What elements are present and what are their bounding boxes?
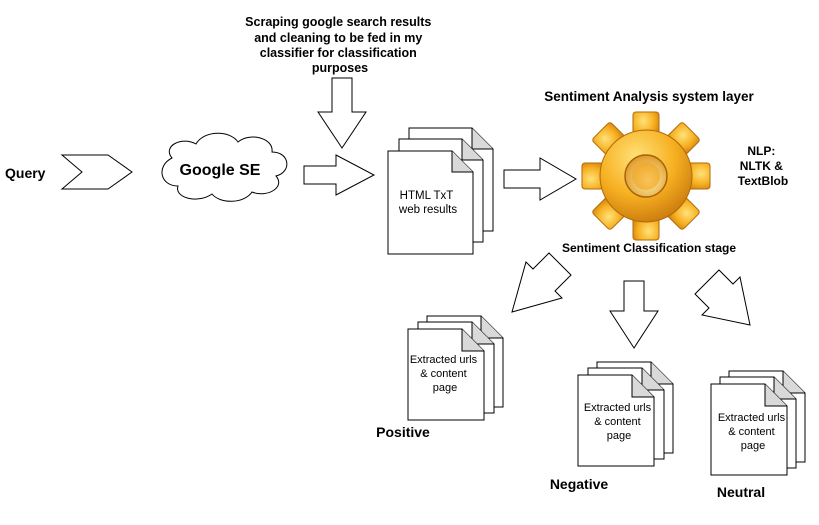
positive-doc-line-3: page — [433, 382, 457, 394]
system-layer-title: Sentiment Analysis system layer — [544, 89, 754, 104]
positive-label: Positive — [376, 424, 430, 440]
web-results-line-2: web results — [398, 204, 457, 216]
gear-icon — [581, 111, 711, 241]
nlp-line-3: TextBlob — [738, 174, 788, 188]
annotation-text: Scraping google search results and clean… — [245, 15, 435, 75]
arrow-to-neutral — [694, 269, 751, 326]
arrow-to-negative — [609, 280, 659, 349]
stage-label: Sentiment Classification stage — [562, 241, 736, 255]
web-results-line-1: HTML TxT — [400, 190, 454, 202]
neutral-doc-line-1: Extracted urls — [718, 412, 786, 424]
negative-doc-line-2: & content — [594, 416, 640, 428]
negative-label: Negative — [550, 476, 609, 492]
search-engine-label: Google SE — [180, 162, 261, 179]
web-results-text: HTML TxT web results — [398, 190, 457, 216]
nlp-line-1: NLP: — [747, 144, 775, 158]
positive-doc-line-1: Extracted urls — [410, 354, 478, 366]
query-label: Query — [5, 165, 46, 181]
cloud-icon — [161, 132, 288, 202]
web-results-document-stack — [387, 127, 494, 255]
nlp-line-2: NLTK & — [740, 159, 783, 173]
neutral-document-stack — [710, 370, 806, 476]
positive-document-stack — [407, 315, 504, 421]
arrow-to-positive — [511, 252, 572, 313]
annotation-line-3: classifier for classification — [260, 46, 417, 60]
nlp-label: NLP: NLTK & TextBlob — [738, 144, 788, 188]
negative-doc-text: Extracted urls & content page — [584, 402, 654, 442]
neutral-doc-text: Extracted urls & content page — [718, 412, 788, 452]
annotation-down-arrow — [317, 77, 367, 149]
positive-doc-text: Extracted urls & content page — [410, 354, 480, 394]
negative-doc-line-3: page — [607, 430, 631, 442]
annotation-line-4: purposes — [312, 61, 368, 75]
negative-document-stack — [577, 361, 674, 467]
neutral-doc-line-3: page — [741, 440, 765, 452]
neutral-label: Neutral — [717, 484, 765, 500]
annotation-line-1: Scraping google search results — [245, 15, 431, 29]
annotation-line-2: and cleaning to be fed in my — [254, 31, 422, 45]
arrow-to-web-results — [303, 154, 376, 196]
negative-doc-line-1: Extracted urls — [584, 402, 652, 414]
query-chevron-icon — [60, 154, 133, 190]
neutral-doc-line-2: & content — [728, 426, 774, 438]
positive-doc-line-2: & content — [420, 368, 466, 380]
arrow-to-classifier — [503, 157, 577, 201]
